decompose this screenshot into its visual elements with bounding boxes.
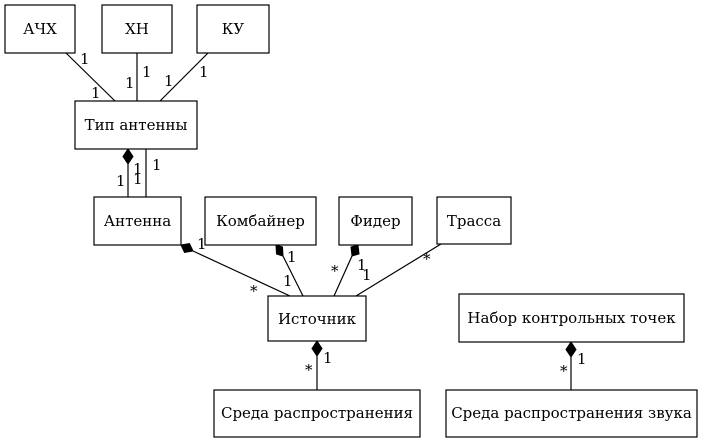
edge-combiner-source (282, 255, 304, 297)
edge-antenna-source (192, 250, 291, 297)
multiplicity-labels: 1 1 1 1 1 1 1 1 1 1 1 * 1 1 * 1 1 * 1 * … (80, 50, 587, 380)
class-combiner-label: Комбайнер (216, 212, 305, 230)
edge-feeder-source (333, 255, 353, 297)
mult-feeder-source-one-top: 1 (357, 256, 367, 274)
mult-achx-near-achx: 1 (80, 50, 90, 68)
class-checkpoints-label: Набор контрольных точек (467, 309, 676, 327)
mult-achx-near-type: 1 (91, 84, 101, 102)
class-source[interactable]: Источник (267, 295, 367, 342)
composition-diamond-source (311, 340, 323, 357)
class-ku-label: КУ (222, 20, 245, 38)
mult-ku-near-ku: 1 (199, 63, 209, 81)
class-antenna[interactable]: Антенна (93, 196, 182, 246)
mult-source-medium-many: * (305, 361, 313, 379)
class-medium-label: Среда распространения (221, 404, 413, 422)
composition-diamond-antenna-type (122, 148, 134, 165)
mult-feeder-source-many: * (331, 262, 339, 280)
composition-diamond-antenna (180, 242, 194, 254)
class-achx-label: АЧХ (23, 20, 57, 38)
mult-combiner-source-one-top: 1 (287, 248, 297, 266)
mult-xn-near-type: 1 (125, 74, 135, 92)
class-medium[interactable]: Среда распространения (213, 389, 421, 438)
mult-type-antenna-line-b: 1 (152, 156, 162, 174)
class-antenna-label: Антенна (104, 212, 172, 230)
edge-route-source (355, 243, 442, 297)
class-source-label: Источник (278, 310, 357, 328)
class-route-label: Трасса (447, 212, 501, 230)
mult-route-source-many: * (423, 250, 431, 268)
class-route[interactable]: Трасса (436, 196, 512, 245)
class-xn-label: ХН (125, 20, 149, 38)
mult-checkpoints-sound-many: * (560, 362, 568, 380)
mult-antenna-source-one: 1 (197, 235, 207, 253)
class-combiner[interactable]: Комбайнер (204, 196, 317, 246)
composition-diamond-feeder (350, 244, 360, 257)
mult-checkpoints-sound-one: 1 (577, 350, 587, 368)
edge-ku-antenna-type (159, 52, 209, 102)
class-sound-medium[interactable]: Среда распространения звука (445, 389, 698, 438)
class-feeder[interactable]: Фидер (338, 196, 413, 246)
composition-diamond-checkpoints (565, 341, 577, 358)
class-feeder-label: Фидер (350, 212, 400, 230)
class-checkpoints[interactable]: Набор контрольных точек (458, 293, 685, 343)
class-achx[interactable]: АЧХ (4, 4, 76, 54)
mult-type-antenna-diamond-b: 1 (133, 170, 143, 188)
mult-source-medium-one: 1 (323, 349, 333, 367)
class-antenna-type-label: Тип антенны (85, 116, 188, 134)
class-xn[interactable]: ХН (101, 4, 173, 54)
composition-diamond-combiner (275, 244, 284, 257)
class-antenna-type[interactable]: Тип антенны (74, 100, 198, 150)
edge-achx-antenna-type (65, 52, 116, 102)
mult-type-antenna-line-a: 1 (116, 172, 126, 190)
mult-combiner-source-one-bottom: 1 (283, 272, 293, 290)
diamonds (122, 148, 577, 358)
edges (65, 52, 572, 390)
mult-feeder-source-one-bottom: 1 (362, 266, 372, 284)
class-sound-medium-label: Среда распространения звука (451, 404, 692, 422)
mult-type-antenna-diamond-a: 1 (133, 160, 143, 178)
mult-xn-near-xn: 1 (142, 63, 152, 81)
mult-ku-near-type: 1 (164, 72, 174, 90)
mult-antenna-source-many: * (250, 282, 258, 300)
class-ku[interactable]: КУ (196, 4, 270, 54)
